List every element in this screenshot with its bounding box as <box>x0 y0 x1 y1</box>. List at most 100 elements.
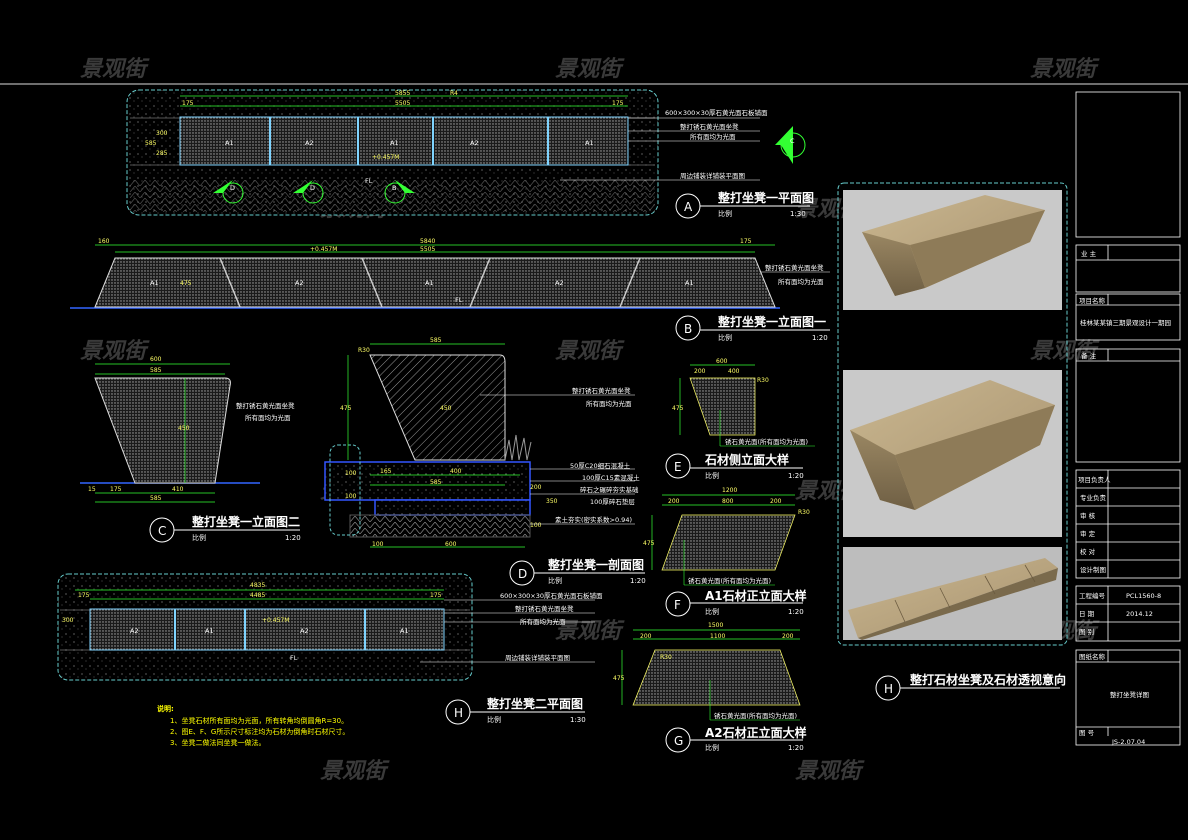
drawing-stroke <box>349 514 531 538</box>
watermark: 景观街 <box>320 759 390 784</box>
drawing-label: 200 <box>782 633 794 640</box>
drawing-label: 175 <box>740 238 752 245</box>
watermark: 景观街 <box>795 759 865 784</box>
drawing-label: 200 <box>694 368 706 375</box>
drawing-stroke <box>665 591 691 617</box>
drawing-label: 175 <box>78 592 90 599</box>
drawing-stroke <box>374 499 531 516</box>
drawing-label: 175 <box>612 100 624 107</box>
drawing-label: 585 <box>430 479 442 486</box>
detail-f: 1200 200 800 200 475 R30 锈石黄光面(所有面均为光面) <box>643 487 810 586</box>
drawing-stroke <box>89 608 445 651</box>
drawing-label: JS-2.07.04 <box>1111 738 1145 746</box>
drawing-label: 300 <box>156 130 168 137</box>
title-c: C 整打坐凳一立面图二 比例 1:20 <box>149 514 301 543</box>
drawing-stroke <box>130 180 655 212</box>
drawing-stroke <box>395 180 415 193</box>
drawing-label: 400 <box>728 368 740 375</box>
title-b: B 整打坐凳一立面图一 比例 1:20 <box>675 314 830 342</box>
drawing-label: R30 <box>798 509 810 516</box>
drawing-label: 100厚C15素混凝土 <box>582 473 640 482</box>
drawing-label: 整打坐凳一平面图 <box>717 190 814 205</box>
drawing-label: 比例 <box>192 533 206 542</box>
drawing-label: H <box>454 706 463 720</box>
perspective-panel: H 整打石材坐凳及石材透视意向 <box>837 182 1068 701</box>
drawing-label: 比例 <box>705 607 719 616</box>
drawing-label: 165 <box>380 468 392 475</box>
drawing-label: 备 注 <box>1081 351 1097 360</box>
watermark: 景观街 <box>555 619 625 644</box>
drawing-label: 所有面均为光面 <box>520 617 566 626</box>
drawing-label: 300 <box>62 617 74 624</box>
drawing-label: +0.457M <box>372 154 399 161</box>
drawing-label: 1:30 <box>570 716 586 724</box>
drawing-stroke <box>94 257 776 308</box>
drawing-label: 160 <box>98 238 110 245</box>
drawing-label: +0.457M <box>262 617 289 624</box>
drawing-label: FL <box>290 654 298 662</box>
drawing-label: 素土夯实(密实系数>0.94) <box>555 515 632 524</box>
drawing-stroke <box>94 377 231 484</box>
drawing-label: 比例 <box>487 715 501 724</box>
drawing-label: 585 <box>145 140 157 147</box>
plan-h: 4835 4485 175 175 300 A2 A1 A2 A1 +0.457… <box>57 573 603 681</box>
drawing-label: A2石材正立面大样 <box>705 725 807 740</box>
watermark: 景观街 <box>80 57 150 82</box>
drawing-label: 1500 <box>708 622 723 629</box>
drawing-label: A1石材正立面大样 <box>705 588 807 603</box>
drawing-stroke <box>213 180 233 193</box>
drawing-label: 比例 <box>718 333 732 342</box>
drawing-label: 1:20 <box>788 472 804 480</box>
drawing-label: 周边铺装详铺装平面图 <box>505 653 570 662</box>
drawing-stroke <box>480 394 635 525</box>
drawing-label: 475 <box>672 405 684 412</box>
drawing-label: 50厚C20细石混凝土 <box>570 461 631 470</box>
drawing-stroke <box>858 568 1058 640</box>
drawing-stroke <box>894 599 906 623</box>
detail-e: 600 200 400 475 R30 锈石黄光面(所有面均为光面) <box>672 358 815 447</box>
drawing-label: G <box>674 734 683 748</box>
drawing-label: 1:20 <box>285 534 301 542</box>
watermark: 景观街 <box>555 339 625 364</box>
drawing-label: 4485 <box>250 592 265 599</box>
watermark: 景观街 <box>80 339 150 364</box>
drawing-label: 1100 <box>710 633 725 640</box>
drawing-label: 5505 <box>420 246 435 253</box>
watermark: 景观街 <box>1030 57 1100 82</box>
drawing-stroke <box>895 405 1055 510</box>
drawing-label: 5855 <box>395 90 410 97</box>
drawing-label: 图 号 <box>1079 729 1095 737</box>
drawing-label: 475 <box>180 280 192 287</box>
section-d: 585 475 450 165 400 585 100 600 R30 100 … <box>324 337 640 548</box>
drawing-label: 585 <box>430 337 442 344</box>
plan-a: 5855 5505 175 175 R4 300 285 585 A1 A2 A… <box>126 89 806 216</box>
drawing-label: 周边铺装详铺装平面图 <box>680 171 745 180</box>
drawing-stroke <box>675 315 701 341</box>
drawing-label: 碎石之碾碎夯实基础 <box>580 485 639 494</box>
drawing-label: 整打锈石黄光面坐凳 <box>236 401 295 410</box>
watermark: 景观街 <box>555 57 625 82</box>
drawing-label: H <box>884 682 893 696</box>
drawing-label: 1200 <box>722 487 737 494</box>
drawing-label: A2 <box>300 627 309 635</box>
drawing-label: 1:20 <box>630 577 646 585</box>
drawing-label: 2014.12 <box>1126 610 1153 618</box>
title-e: E 石材侧立面大样 比例 1:20 <box>665 452 804 480</box>
drawing-label: 600 <box>445 541 457 548</box>
drawing-label: 桂林某某镇三期景观设计一期园 <box>1080 318 1171 327</box>
drawing-label: 100 <box>345 493 357 500</box>
bench-render-3 <box>843 547 1062 640</box>
drawing-label: 100厚碎石垫层 <box>590 497 635 506</box>
drawing-label: A <box>684 200 693 214</box>
drawing-label: 585 <box>150 367 162 374</box>
drawing-label: 锈石黄光面(所有面均为光面) <box>725 437 808 446</box>
drawing-label: A2 <box>295 279 304 287</box>
drawing-label: 200 <box>770 498 782 505</box>
drawing-stroke <box>1075 585 1181 642</box>
section-mark-d2: D <box>293 180 324 204</box>
elevation-c: 600 585 450 175 410 585 15 整打锈石黄光面坐凳 所有面… <box>80 356 295 503</box>
drawing-label: 100 <box>372 541 384 548</box>
section-mark-c: C <box>775 126 806 164</box>
bench-render-1 <box>843 190 1062 310</box>
